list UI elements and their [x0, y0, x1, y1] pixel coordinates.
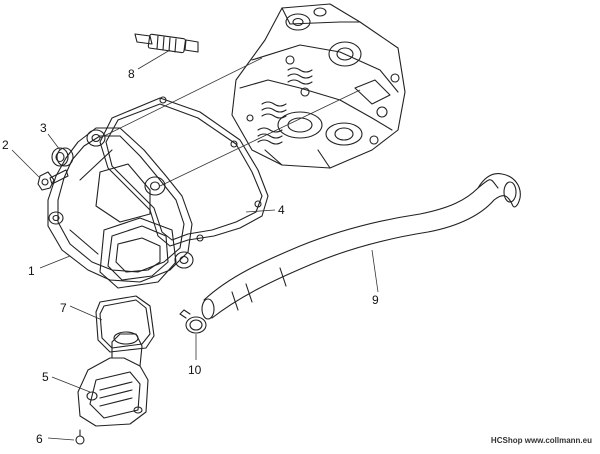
- breather-housing: [77, 331, 149, 427]
- watermark-site: www.collmann.eu: [524, 436, 592, 445]
- callout-4: 4: [278, 203, 285, 217]
- cylinder-head: [231, 3, 406, 169]
- small-screw: [75, 429, 85, 445]
- bolt: [37, 169, 69, 191]
- callout-1: 1: [28, 264, 35, 278]
- leader-lines: [11, 49, 379, 441]
- breather-gasket: [95, 295, 155, 353]
- valve-cover-gasket: [99, 96, 269, 247]
- watermark-brand: HCShop: [490, 436, 523, 445]
- spark-plug: [134, 33, 199, 54]
- callouts: 8 2 3 4 1 7 5 6 9 10: [2, 67, 379, 446]
- callout-10: 10: [188, 363, 202, 377]
- valve-cover: [47, 127, 194, 289]
- callout-9: 9: [372, 293, 379, 307]
- callout-2: 2: [2, 138, 9, 152]
- callout-6: 6: [36, 432, 43, 446]
- breather-hose: [201, 173, 521, 320]
- watermark: HCShop www.collmann.eu: [491, 436, 592, 445]
- washer: [51, 147, 74, 167]
- callout-8: 8: [128, 67, 135, 81]
- callout-7: 7: [60, 301, 67, 315]
- hose-clamp: [179, 309, 207, 334]
- callout-3: 3: [40, 121, 47, 135]
- callout-5: 5: [42, 370, 49, 384]
